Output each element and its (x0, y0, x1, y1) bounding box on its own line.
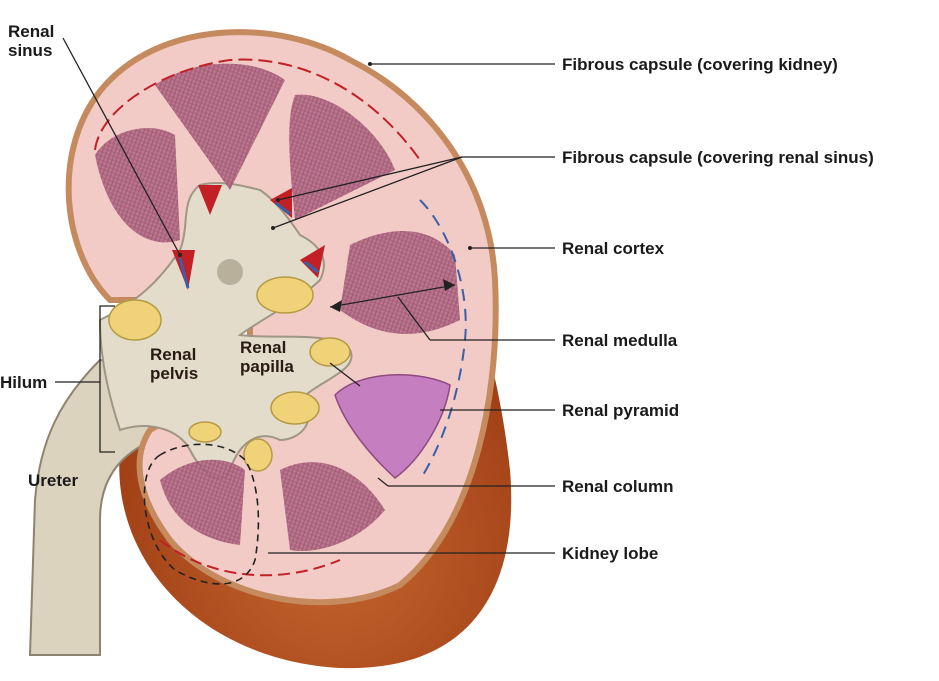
medullary-pyramid (280, 462, 385, 551)
arcuate-vessels (94, 58, 421, 161)
label-renal-medulla: Renal medulla (562, 331, 678, 350)
fat-pocket (188, 421, 222, 443)
leader-dot (271, 226, 275, 230)
fat-pocket (243, 438, 273, 472)
medullary-pyramid (155, 63, 285, 190)
fat-pocket (108, 299, 162, 341)
medullary-pyramid (340, 231, 460, 334)
renal-vein (304, 260, 319, 274)
label-renal-cortex: Renal cortex (562, 239, 665, 258)
renal-vessel (198, 185, 222, 215)
medullary-pyramid (289, 94, 395, 220)
label-ureter: Ureter (28, 471, 79, 490)
fat-pocket (270, 391, 320, 425)
arrowhead (330, 300, 342, 312)
leader-dot (178, 253, 182, 257)
renal-vessel (300, 245, 325, 278)
leader-dot (468, 246, 472, 250)
label-renal-papilla: Renal papilla (240, 338, 294, 376)
kidney-lobe-outline (143, 443, 260, 585)
arrowhead (443, 279, 455, 291)
label-kidney-lobe: Kidney lobe (562, 544, 659, 563)
label-hilum: Hilum (0, 373, 48, 392)
medullary-pyramid (95, 127, 180, 243)
fat-pocket (309, 337, 351, 367)
label-renal-column: Renal column (562, 477, 674, 496)
medullary-pyramid (160, 459, 245, 545)
label-renal-pelvis: Renal pelvis (150, 345, 199, 383)
leader-dot (276, 198, 280, 202)
label-fibrous-capsule-sinus: Fibrous capsule (covering renal sinus) (562, 148, 874, 167)
fat-pocket (256, 276, 314, 314)
renal-vein (178, 257, 190, 289)
label-fibrous-capsule-kidney: Fibrous capsule (covering kidney) (562, 55, 838, 74)
renal-pyramid-highlight (334, 374, 451, 479)
pelvis-hole (217, 259, 243, 285)
leader-dot (368, 62, 372, 66)
leader-lines (55, 37, 555, 554)
renal-vein (275, 201, 291, 216)
label-renal-pyramid: Renal pyramid (562, 401, 680, 420)
label-renal-sinus: Renal sinus (8, 22, 55, 60)
